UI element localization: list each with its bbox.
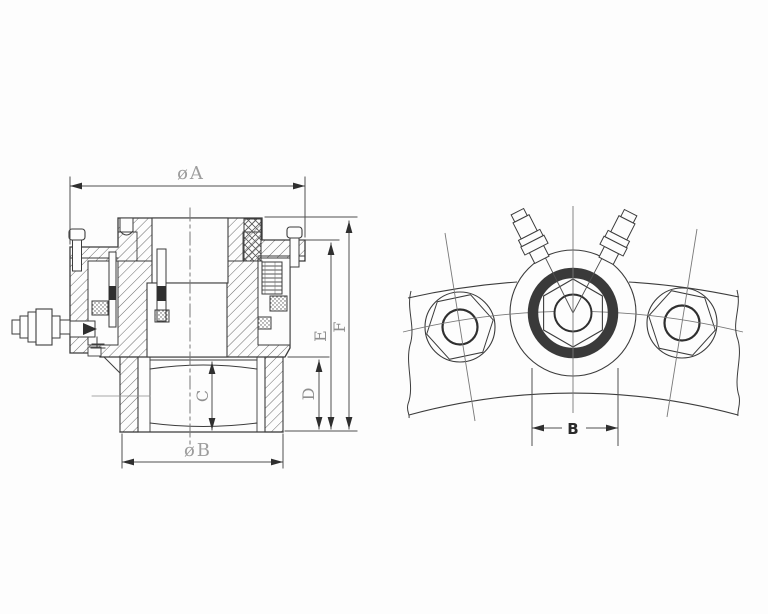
dim-f — [264, 216, 358, 432]
thread-relief-top — [149, 364, 258, 370]
dim-label-b: B — [567, 420, 578, 438]
hex-left — [426, 294, 494, 360]
seal-stipple-right — [269, 295, 288, 312]
seal-crosshatch — [243, 218, 262, 262]
dim-d — [287, 356, 330, 430]
sleeve-section — [91, 356, 284, 433]
bolt-left — [68, 228, 86, 272]
hex-right — [648, 290, 716, 356]
face-view: B — [402, 206, 744, 446]
dim-label-c: C — [193, 390, 212, 402]
fitting-elbow — [90, 336, 106, 349]
locking-pin-center — [154, 248, 170, 323]
nipple-right — [598, 208, 638, 266]
thread-relief-bottom — [149, 422, 258, 427]
cap-slot — [119, 217, 134, 236]
radial-centerlines — [444, 228, 698, 422]
section-view: øA øB C D E F — [11, 163, 358, 469]
flange-chamfer — [103, 356, 121, 374]
locking-pin-left — [91, 251, 117, 328]
bolt-right — [286, 226, 303, 268]
dim-b — [531, 368, 619, 446]
dim-e — [299, 239, 340, 430]
flange-arcs — [407, 281, 740, 416]
fitting-cone — [83, 323, 97, 335]
left-step-notch — [87, 346, 102, 357]
break-line-right — [735, 289, 741, 417]
nipple-left — [510, 207, 550, 265]
seal-stipple-left — [91, 300, 109, 316]
dim-label-dia-a: øA — [177, 163, 205, 184]
break-line-left — [406, 290, 413, 419]
dim-dia-a — [69, 176, 306, 245]
section-dimensions — [69, 176, 358, 469]
dim-label-d: D — [299, 388, 318, 401]
dim-label-dia-b: øB — [184, 440, 212, 461]
dim-label-f: F — [330, 321, 349, 332]
seal-small-center — [154, 309, 170, 323]
dim-dia-b — [121, 433, 284, 469]
seal-small-right — [257, 316, 272, 330]
dim-label-e: E — [311, 330, 330, 342]
grease-fitting — [11, 308, 106, 349]
threaded-insert — [257, 261, 288, 330]
